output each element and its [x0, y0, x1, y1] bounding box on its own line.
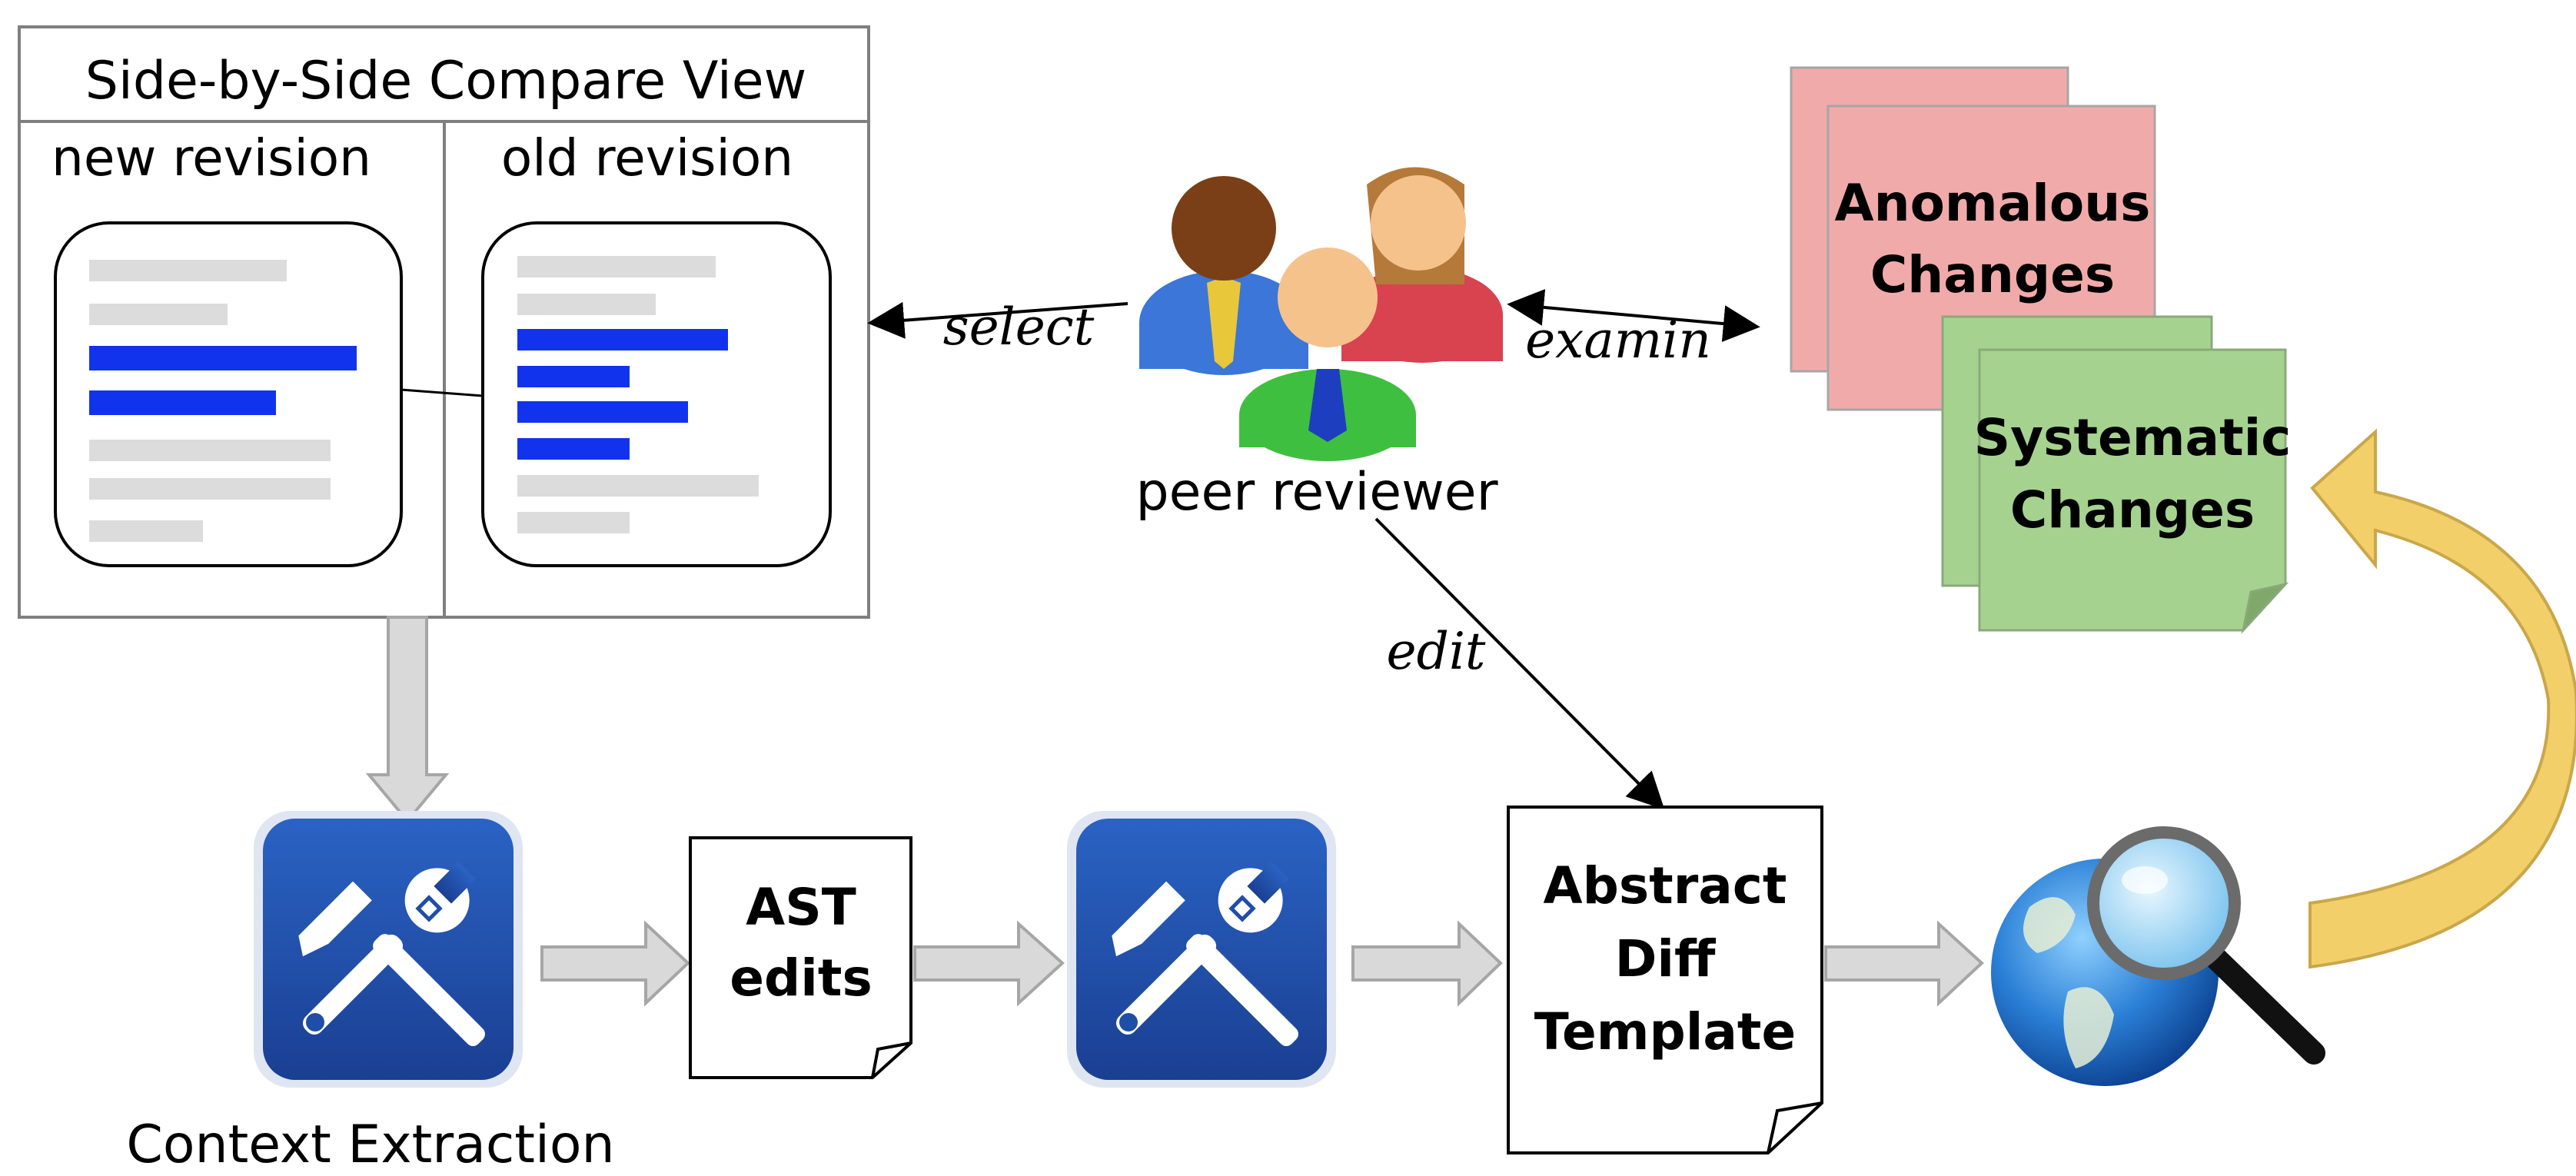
revision-link-line [401, 388, 484, 397]
flow-arrow-1 [540, 920, 690, 1007]
edit-label: edit [1387, 622, 1486, 681]
ast-line-1: AST [746, 878, 856, 937]
old-revision-label: old revision [501, 128, 793, 188]
flow-arrow-2 [913, 920, 1065, 1007]
old-highlight-line [517, 401, 688, 423]
new-revision-label: new revision [52, 128, 371, 188]
examin-label: examin [1525, 311, 1711, 370]
compare-view-panel: Side-by-Side Compare View new revision o… [18, 25, 870, 619]
examin-edge: examin [1507, 288, 1760, 370]
select-label: select [943, 297, 1095, 357]
template-line-1: Abstract [1544, 856, 1787, 915]
new-revision-code-box [54, 221, 403, 567]
systematic-line-2: Changes [2010, 480, 2255, 540]
old-revision-code-box [481, 221, 832, 567]
old-highlight-line [517, 438, 630, 460]
compare-view-title: Side-by-Side Compare View [85, 51, 806, 111]
template-line-3: Template [1534, 1002, 1797, 1061]
new-highlight-line [89, 346, 357, 370]
systematic-changes-stack: Systematic Changes [1941, 315, 2292, 634]
flow-arrow-3 [1351, 920, 1503, 1007]
ast-edits-document: AST edits [689, 836, 912, 1079]
old-highlight-line [517, 329, 728, 350]
anomalous-line-2: Changes [1870, 245, 2115, 304]
new-highlight-line [89, 390, 276, 415]
ast-line-2: edits [730, 948, 872, 1008]
old-highlight-line [517, 366, 630, 387]
feedback-curved-arrow [2308, 428, 2576, 969]
anomalous-line-1: Anomalous [1835, 174, 2151, 233]
abstract-diff-template-document: Abstract Diff Template [1507, 806, 1823, 1154]
flow-arrow-4 [1824, 920, 1984, 1007]
reviewer-icon [1139, 167, 1503, 461]
edit-edge: edit [1374, 517, 1665, 810]
globe-search-icon [1991, 826, 2325, 1086]
down-flow-arrow [365, 616, 450, 824]
select-edge: select [867, 297, 1128, 357]
template-generation-tool-icon [1067, 811, 1336, 1088]
template-line-2: Diff [1615, 929, 1717, 988]
systematic-line-1: Systematic [1974, 408, 2292, 467]
context-extraction-label: Context Extraction [126, 1115, 614, 1175]
reviewer-label: peer reviewer [1135, 462, 1497, 523]
context-extraction-tool-icon [254, 811, 523, 1088]
